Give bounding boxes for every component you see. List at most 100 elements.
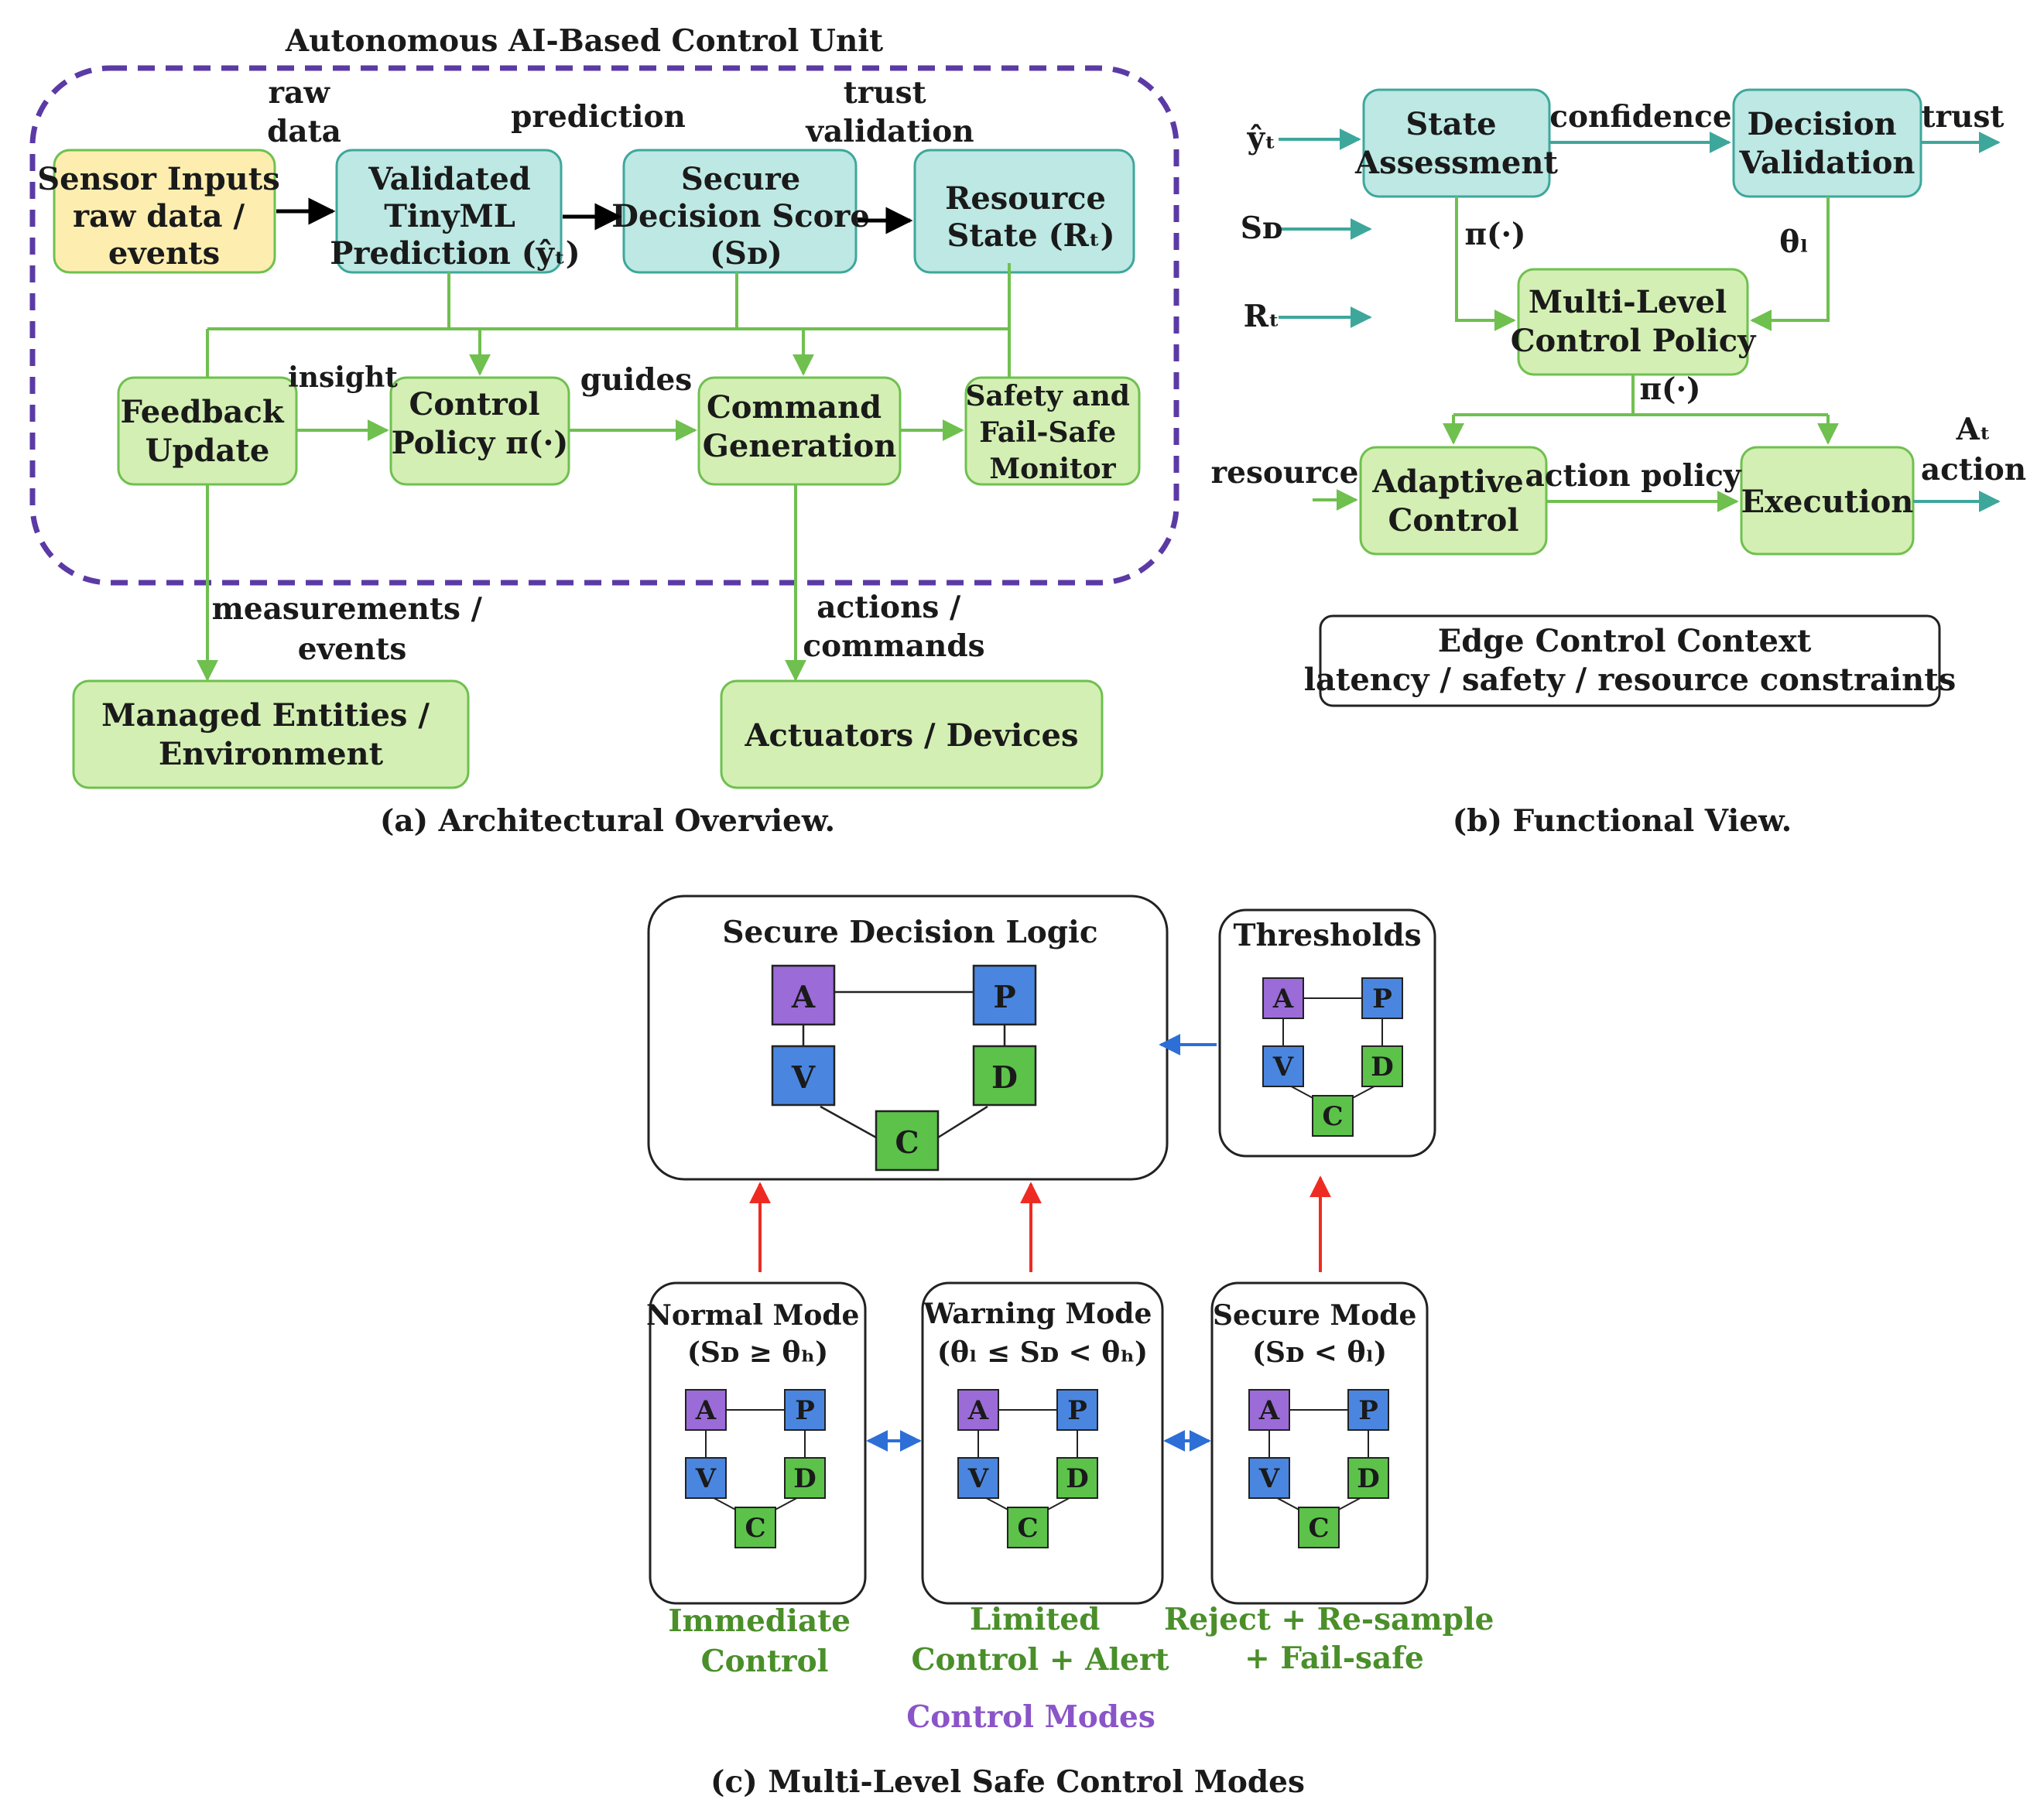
control-unit-boundary: [29, 65, 1179, 586]
svg-text:Secure Decision Score: Secure Decision Score (Sᴅ): [611, 161, 880, 272]
mini-node-a-label: A: [967, 1395, 989, 1426]
managed-label: Managed Entities /: [101, 697, 430, 734]
mini-node-c-label: C: [1308, 1513, 1329, 1544]
mini-node-p-label: P: [1372, 984, 1392, 1014]
node-v: [771, 1045, 836, 1107]
mini-node-p: [1056, 1389, 1098, 1431]
mini-node-c: [734, 1507, 776, 1548]
node-a-label: A: [791, 980, 816, 1015]
trust-label: trust: [1922, 99, 2004, 135]
svg-text:measurements / events: measurements / events: [212, 591, 493, 667]
secure-mode-box: [1210, 1281, 1429, 1605]
svg-text:raw data: raw data: [267, 75, 341, 149]
mini-node-d: [1361, 1045, 1403, 1087]
decision-validation-label: Decision: [1747, 106, 1896, 142]
normal-outcome: Immediate: [668, 1603, 851, 1639]
secure-mode-cond: (Sᴅ < θₗ): [1252, 1336, 1387, 1369]
normal-mode-cond: (Sᴅ ≥ θₕ): [687, 1336, 828, 1369]
trust-validation-label: trust: [844, 75, 926, 111]
feedback-label: Update: [146, 433, 270, 469]
command-label: Generation: [703, 428, 897, 464]
mini-node-v: [685, 1457, 727, 1499]
prediction-label: prediction: [511, 99, 686, 135]
state-assessment-label: Assessment: [1354, 145, 1558, 181]
node-a: [771, 964, 836, 1026]
svg-text:actions / commands: actions / commands: [803, 590, 984, 664]
mini-node-p: [784, 1389, 826, 1431]
measurements-label: events: [298, 631, 407, 667]
input-yhat: ŷₜ: [1246, 121, 1275, 156]
svg-text:Warning Mode (θₗ ≤ Sᴅ <: Warning Mode (θₗ ≤ Sᴅ < θₕ): [923, 1298, 1162, 1369]
mini-node-v-label: V: [1258, 1463, 1280, 1494]
normal-mode-title: Normal Mode: [646, 1299, 859, 1332]
input-sd: Sᴅ: [1241, 210, 1282, 246]
mini-node-d-label: D: [1371, 1052, 1393, 1083]
control-policy-label: Control: [409, 386, 540, 422]
normal-outcome: Control: [701, 1644, 829, 1679]
actuators-box: [720, 679, 1104, 789]
arrow-validation-to-policy: [1750, 197, 1830, 331]
multi-level-label: Control Policy: [1511, 323, 1757, 359]
edge-context-label: latency / safety / resource constraints: [1304, 662, 1956, 698]
sensor-inputs-label: raw data /: [73, 198, 245, 234]
secure-score-label: Decision Score: [611, 198, 870, 234]
svg-text:Resource State (Rₜ): Resource State (Rₜ): [945, 180, 1117, 254]
confidence-label: confidence: [1549, 99, 1731, 135]
secure-logic-title: Secure Decision Logic: [722, 915, 1097, 950]
svg-text:trust validation: trust validation: [805, 75, 974, 149]
mini-node-a: [1262, 977, 1304, 1019]
svg-text:Control Policy π(·): Control Policy π(·): [392, 386, 569, 461]
mini-node-a: [1248, 1389, 1290, 1431]
green-bus: [206, 263, 1011, 379]
managed-entities-box: [72, 679, 470, 789]
arrow-state-to-policy: [1455, 197, 1516, 331]
decision-validation-label: Validation: [1739, 145, 1915, 181]
svg-text:Normal Mode (Sᴅ ≥ θₕ): Normal Mode (Sᴅ ≥ θₕ): [646, 1299, 869, 1369]
thresholds-title: Thresholds: [1233, 918, 1421, 953]
resource-label: resource: [1211, 455, 1359, 491]
warning-outcome: Limited: [970, 1602, 1100, 1637]
mini-node-p: [1347, 1389, 1389, 1431]
panel-b: State Assessment Decision Validation Mul…: [1211, 88, 2026, 839]
mini-node-a-label: A: [1272, 984, 1294, 1014]
svg-text:Reject + Re-sample + Fai: Reject + Re-sample + Fail-safe: [1164, 1602, 1505, 1676]
at-label: Aₜ: [1956, 412, 1991, 447]
node-c: [875, 1110, 940, 1172]
sensor-inputs-label: events: [108, 235, 220, 272]
secure-outcome: + Fail-safe: [1244, 1640, 1424, 1676]
theta-l-label: θₗ: [1779, 224, 1808, 260]
control-modes-label: Control Modes: [906, 1699, 1155, 1735]
thresholds-box: [1218, 908, 1436, 1158]
svg-text:Adaptive Control: Adaptive Control: [1371, 464, 1534, 539]
resource-state-label: State (Rₜ): [947, 217, 1114, 254]
safety-label: Monitor: [989, 453, 1116, 485]
secure-outcome: Reject + Re-sample: [1164, 1602, 1494, 1637]
panel-c: Secure Decision Logic A P V D C Threshol…: [646, 895, 1505, 1800]
raw-data-label: raw: [269, 75, 331, 111]
mini-node-a-label: A: [695, 1395, 717, 1426]
mini-node-d: [1056, 1457, 1098, 1499]
warning-mode-cond: (θₗ ≤ Sᴅ < θₕ): [937, 1336, 1148, 1369]
svg-text:State Assessment: State Assessment: [1354, 106, 1558, 181]
mini-node-c-label: C: [1322, 1101, 1343, 1132]
measurements-label: measurements /: [212, 591, 483, 627]
mini-node-a: [685, 1389, 727, 1431]
svg-text:Command Generation: Command Generation: [703, 389, 897, 464]
secure-mode-title: Secure Mode: [1213, 1299, 1416, 1332]
mini-node-c-label: C: [745, 1513, 765, 1544]
secure-logic-graph: A P V D C: [771, 964, 1037, 1172]
panel-a: Autonomous AI-Based Control Unit Sensor …: [29, 23, 1179, 839]
edge-context-label: Edge Control Context: [1438, 623, 1812, 659]
safety-monitor-box: [964, 376, 1141, 486]
mini-node-v-label: V: [1272, 1052, 1294, 1083]
normal-mode-box: [649, 1281, 867, 1605]
mini-node-c: [1298, 1507, 1340, 1548]
resource-state-label: Resource: [945, 180, 1106, 217]
svg-text:Sensor Inputs raw data /: Sensor Inputs raw data / events: [37, 161, 290, 272]
svg-text:Limited Control + Alert: Limited Control + Alert: [911, 1602, 1169, 1678]
node-v-label: V: [791, 1060, 816, 1096]
